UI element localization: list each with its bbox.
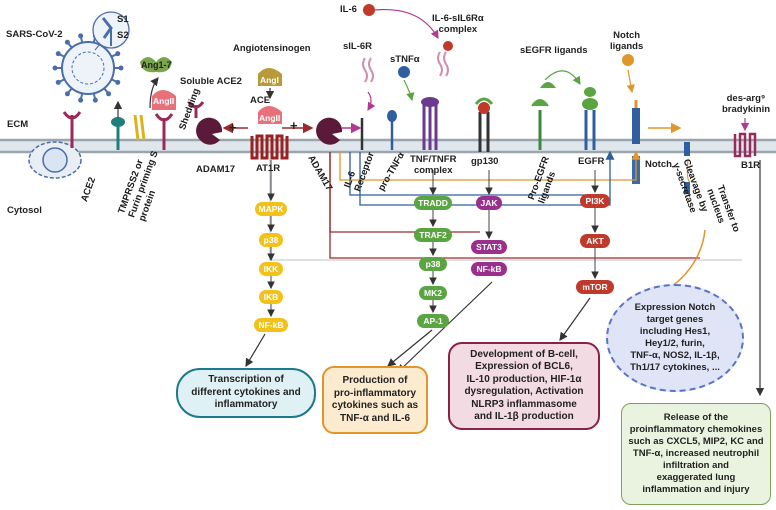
tnfr-complex-label: TNF/TNFR complex (410, 154, 457, 176)
mtor-pill: mTOR (576, 280, 614, 294)
stnfa-icon (398, 66, 410, 78)
pro-tnfa-icon (387, 110, 397, 150)
spike-head (78, 97, 84, 103)
ang1-7-icon (140, 57, 172, 73)
mapk-pill: MAPK (255, 202, 287, 216)
gp130-icon (474, 97, 494, 152)
spike-head (92, 97, 98, 103)
notch-targets-outcome-circle: Expression Notch target genes including … (606, 284, 744, 392)
angiotensinogen-icon (258, 68, 282, 86)
nfkb-yellow-pill: NF-kB (254, 318, 288, 332)
sars-cov-2-label: SARS-CoV-2 (6, 29, 63, 40)
angii-left-icon (152, 90, 176, 110)
angiotensinogen-label: Angiotensinogen (233, 43, 311, 54)
tnfr-complex-icon (421, 97, 439, 150)
spike-head (106, 91, 112, 97)
ikk-pill: IKK (259, 262, 283, 276)
release-outcome-box: Release of the proinflammatory chemokine… (621, 403, 771, 505)
endocytosed-virus-icon (28, 141, 82, 179)
adam17-left-label: ADAM17 (196, 164, 236, 175)
cytosol-label: Cytosol (7, 205, 42, 216)
spike-head (78, 33, 84, 39)
des-arg-bradykinin-label: des-arg⁹ bradykinin (722, 93, 771, 115)
notch-ligand-icon (622, 54, 634, 66)
spike-head (115, 51, 121, 57)
notch-label: Notch (645, 159, 672, 170)
notch-ligands-label: Notch ligands (610, 30, 644, 52)
il6-complex-label: IL-6-sIL6Rα complex (432, 13, 484, 35)
cell-membrane (0, 138, 776, 154)
spike-head (115, 79, 121, 85)
angi-label: AngI (260, 75, 279, 85)
ecm-label: ECM (7, 119, 29, 130)
furin-icon (133, 114, 146, 141)
at1r-label: AT1R (256, 163, 281, 174)
traf2-pill: TRAF2 (414, 228, 452, 242)
pro-egfr-ligand-icon (531, 99, 549, 150)
spike-protein-icon (92, 11, 130, 51)
spike-head (64, 39, 70, 45)
akt-pill: AKT (580, 234, 610, 248)
ap1-pill: AP-1 (417, 314, 449, 328)
pi3k-pill: PI3K (580, 194, 610, 208)
development-outcome-box: Development of B-cell, Expression of BCL… (448, 342, 600, 430)
angii-left-label: AngII (153, 96, 175, 106)
sil6r-label: sIL-6R (343, 41, 373, 52)
il6-ligand-icon (363, 4, 375, 16)
sil6r-icon (362, 57, 374, 83)
p38-yellow-pill: p38 (259, 233, 283, 247)
il6-label: IL-6 (340, 4, 357, 15)
tmprss2-icon (111, 117, 125, 150)
p38-green-pill: p38 (419, 257, 447, 271)
s1-label: S1 (117, 14, 129, 25)
ace2-receptor-icon (62, 111, 82, 148)
stat3-pill: STAT3 (471, 240, 507, 254)
b1r-label: B1R (741, 160, 761, 171)
plus-sign-left: + (229, 120, 237, 135)
ikb-pill: IKB (259, 290, 283, 304)
spike-head (64, 91, 70, 97)
tradd-pill: TRADD (414, 196, 452, 210)
egfr-label: EGFR (578, 156, 605, 167)
ang1-7-label: Ang1-7 (141, 60, 172, 70)
cleaved-notch-icon (684, 142, 690, 194)
b1r-receptor-icon (733, 132, 757, 158)
mk2-pill: MK2 (419, 286, 447, 300)
egfr-icon (582, 87, 598, 150)
spike-head (55, 79, 61, 85)
adam17-mid-icon (316, 117, 343, 145)
gp130-label: gp130 (471, 156, 499, 167)
at1r-receptor-icon (250, 134, 289, 160)
soluble-ace2-icon (187, 101, 205, 118)
stnfa-label: sTNFα (390, 54, 420, 65)
spike-head (118, 65, 124, 71)
pathway-arrows (267, 160, 599, 318)
soluble-ace2-label: Soluble ACE2 (180, 76, 242, 87)
angii-mid-icon (258, 106, 282, 124)
plus-sign-right: + (290, 118, 298, 133)
sars-cov-2-virus-icon (61, 41, 115, 95)
segfr-ligand-icon (540, 82, 556, 88)
il6-complex-icon (437, 41, 453, 77)
nfkb-purple-pill: NF-kB (471, 262, 507, 276)
ace2-membrane-icon (154, 113, 174, 150)
adam17-left-icon (196, 117, 223, 145)
ace-label: ACE (250, 95, 271, 106)
spike-head (55, 51, 61, 57)
segfr-ligands-label: sEGFR ligands (520, 45, 588, 56)
angii-mid-label: AngII (259, 113, 281, 123)
s2-label: S2 (117, 30, 129, 41)
jak-pill: JAK (476, 196, 502, 210)
spike-head (52, 65, 58, 71)
transcription-outcome-box: Transcription of different cytokines and… (176, 368, 316, 418)
production-outcome-box: Production of pro-inflammatory cytokines… (322, 366, 428, 434)
